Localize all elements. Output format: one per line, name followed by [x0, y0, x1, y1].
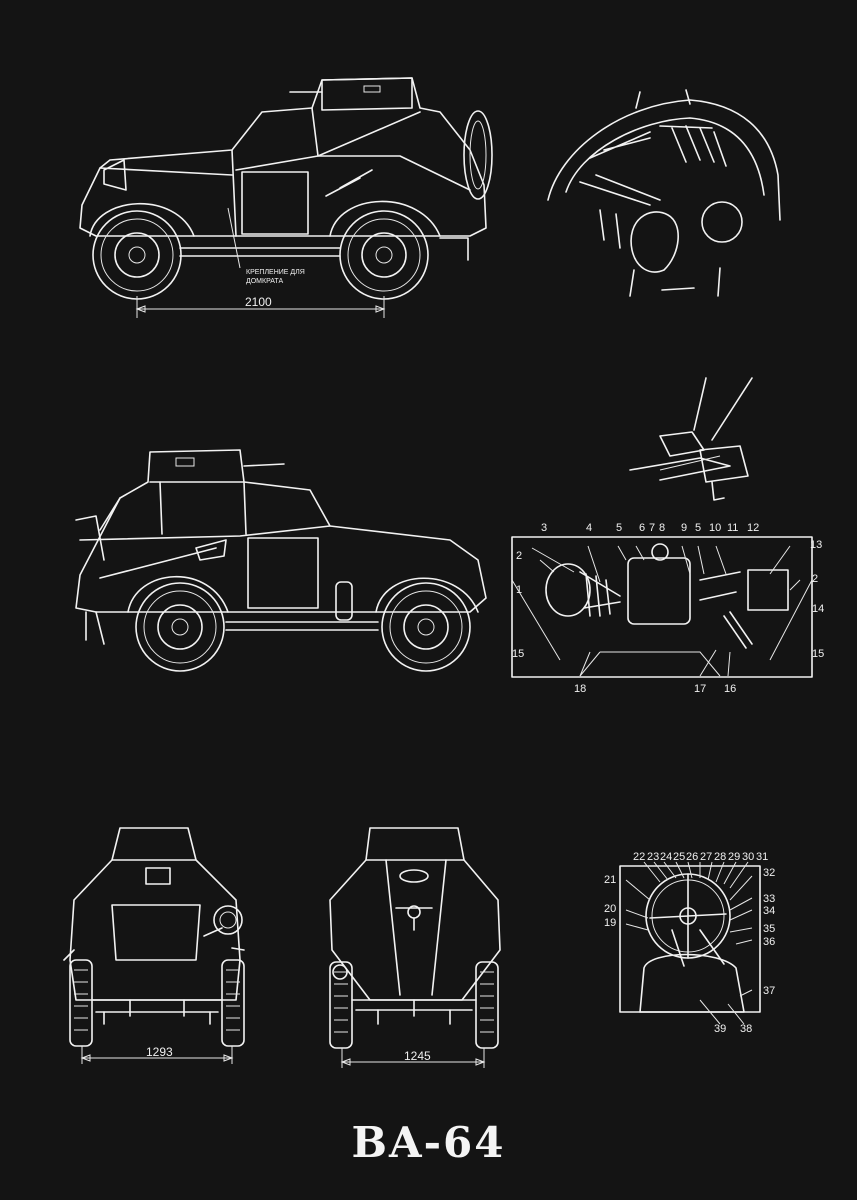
callout-16: 16	[724, 683, 736, 695]
rear-track-dimension: 1245	[404, 1049, 431, 1063]
callout-31: 31	[756, 851, 768, 863]
callout-38: 38	[740, 1023, 752, 1035]
jack-mount-label-line1: КРЕПЛЕНИЕ ДЛЯ	[246, 269, 305, 276]
callout-19: 19	[604, 917, 616, 929]
callout-4: 4	[586, 522, 592, 534]
callout-18: 18	[574, 683, 586, 695]
wheelbase-dimension: 2100	[245, 295, 272, 309]
callout-9: 9	[681, 522, 687, 534]
callout-11: 11	[727, 522, 738, 534]
callout-32: 32	[763, 867, 775, 879]
callout-10: 10	[709, 522, 721, 534]
rear-view	[329, 827, 501, 1068]
callout-2-right: 2	[812, 573, 818, 585]
callout-23: 23	[647, 851, 659, 863]
interior-callout-labels: 3 4 5 6 7 8 9 5 10 11 12 13 2 2 1 14 15 …	[512, 522, 824, 695]
interior-layout-panel	[511, 536, 813, 678]
callout-39: 39	[714, 1023, 726, 1035]
turret-interior-view	[547, 89, 781, 297]
callout-20: 20	[604, 903, 616, 915]
callout-5: 5	[616, 522, 622, 534]
callout-29: 29	[728, 851, 740, 863]
callout-30: 30	[742, 851, 754, 863]
front-track-dimension: 1293	[146, 1045, 173, 1059]
callout-15-left: 15	[512, 648, 524, 660]
poster-title: BA-64	[351, 1118, 506, 1167]
callout-28: 28	[714, 851, 726, 863]
callout-2-left: 2	[516, 550, 522, 562]
callout-34: 34	[763, 905, 775, 917]
callout-24: 24	[660, 851, 672, 863]
callout-26: 26	[686, 851, 698, 863]
driver-callout-labels: 22 23 24 25 26 27 28 29 30 31 21 32 33 3…	[604, 851, 775, 1035]
callout-1: 1	[516, 584, 522, 596]
callout-37: 37	[763, 985, 775, 997]
callout-33: 33	[763, 893, 775, 905]
callout-17: 17	[694, 683, 706, 695]
front-view	[63, 827, 245, 1064]
callout-7: 7	[649, 522, 655, 534]
callout-12: 12	[747, 522, 759, 534]
side-view-left	[79, 77, 493, 318]
callout-36: 36	[763, 936, 775, 948]
callout-15-right: 15	[812, 648, 824, 660]
callout-25: 25	[673, 851, 685, 863]
callout-6: 6	[639, 522, 645, 534]
callout-3: 3	[541, 522, 547, 534]
callout-8: 8	[659, 522, 665, 534]
driver-station-panel	[619, 861, 761, 1025]
callout-21: 21	[604, 874, 616, 886]
callout-22: 22	[633, 851, 645, 863]
pedal-detail-view	[629, 377, 753, 501]
callout-13: 13	[810, 539, 822, 551]
callout-27: 27	[700, 851, 712, 863]
side-view-right	[75, 449, 487, 672]
callout-5b: 5	[695, 522, 701, 534]
jack-mount-label-line2: ДОМКРАТА	[246, 278, 283, 285]
callout-35: 35	[763, 923, 775, 935]
callout-14: 14	[812, 603, 824, 615]
